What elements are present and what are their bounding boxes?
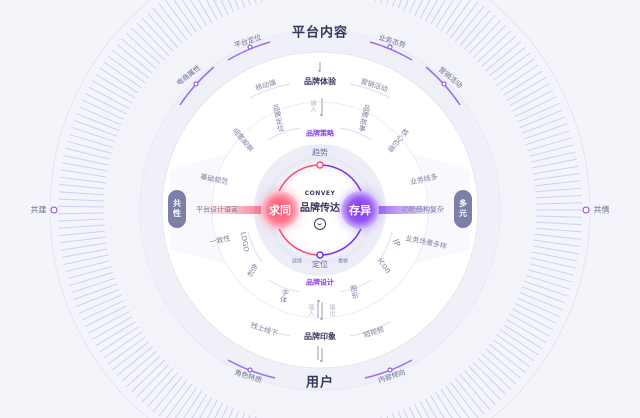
seek-common-orb: 求同 — [261, 191, 299, 229]
pill-char: 元 — [459, 209, 467, 218]
commonality-pill: 共 性 — [168, 190, 186, 228]
smile-chevron-icon — [314, 218, 326, 230]
orb-label: 存异 — [349, 204, 371, 217]
node-dot-icon — [50, 206, 58, 214]
reshape-label: 重塑 — [337, 258, 349, 265]
strategy-label: 品牌策略 — [306, 129, 334, 138]
tick-ring — [57, 0, 582, 418]
design-label: 品牌设计 — [306, 278, 334, 287]
trend-label: 趋势 — [312, 148, 328, 157]
design-item: 字体 — [279, 288, 290, 304]
design-item: 图形 — [349, 284, 360, 300]
middle-top-label: 品牌体验 — [304, 77, 336, 86]
left-item: 平台设计语言 — [196, 205, 238, 214]
axis-left-label: 共建 — [30, 205, 47, 215]
diversity-pill: 多 元 — [454, 190, 472, 228]
center-title: 品牌传达 — [300, 203, 340, 214]
pill-char: 性 — [173, 209, 181, 218]
axis-right-label: 共情 — [593, 205, 610, 215]
flow-input-label: 输入 — [307, 304, 314, 316]
axis-top-label: 平台内容 — [291, 25, 349, 41]
pill-char: 共 — [173, 199, 181, 208]
position-label: 定位 — [312, 260, 328, 269]
orb-label: 求同 — [269, 204, 291, 217]
continue-label: 延续 — [291, 258, 303, 265]
preserve-difference-orb: 存异 — [341, 191, 379, 229]
pill-char: 多 — [459, 199, 467, 208]
right-item: 功能结构复杂 — [402, 205, 444, 214]
node-dot-icon — [582, 206, 590, 214]
center-eyebrow: CONVEY — [304, 190, 336, 197]
axis-right-node: 共情 — [582, 205, 610, 216]
flow-input-label: 输入 — [309, 100, 316, 112]
middle-bottom-label: 品牌印象 — [304, 332, 336, 341]
flow-output-label: 输出 — [328, 304, 335, 316]
axis-left-node: 共建 — [31, 205, 58, 216]
center-core: CONVEY 品牌传达 — [300, 190, 340, 230]
axis-bottom-label: 用户 — [305, 375, 335, 391]
